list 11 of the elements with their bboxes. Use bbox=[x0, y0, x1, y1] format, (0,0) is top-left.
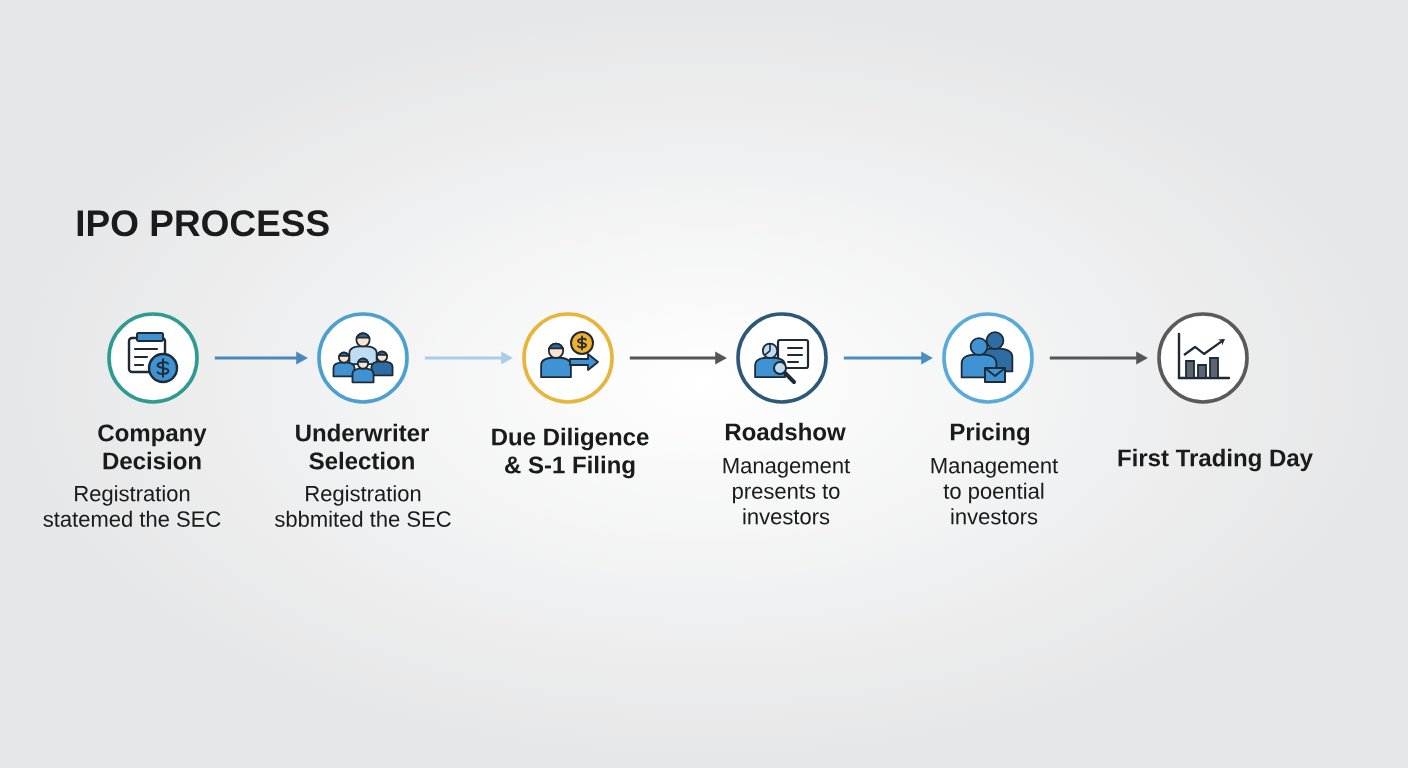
step-title: Roadshow bbox=[725, 422, 846, 441]
step-description: Management presents to investors bbox=[723, 458, 851, 525]
step-title: Company Decision bbox=[98, 424, 207, 470]
step-title: Due Diligence & S-1 Filing bbox=[492, 427, 649, 479]
title: IPO PROCESS bbox=[77, 210, 329, 237]
step-description: Management to poential investors bbox=[931, 458, 1059, 525]
step-title: First Trading Day bbox=[1118, 448, 1313, 472]
step-description: Registration statemed the SEC bbox=[43, 485, 221, 527]
step-description: Registration sbbmited the SEC bbox=[274, 485, 451, 527]
step-title: Underwriter Selection bbox=[296, 423, 429, 470]
step-title: Pricing bbox=[950, 422, 1030, 446]
